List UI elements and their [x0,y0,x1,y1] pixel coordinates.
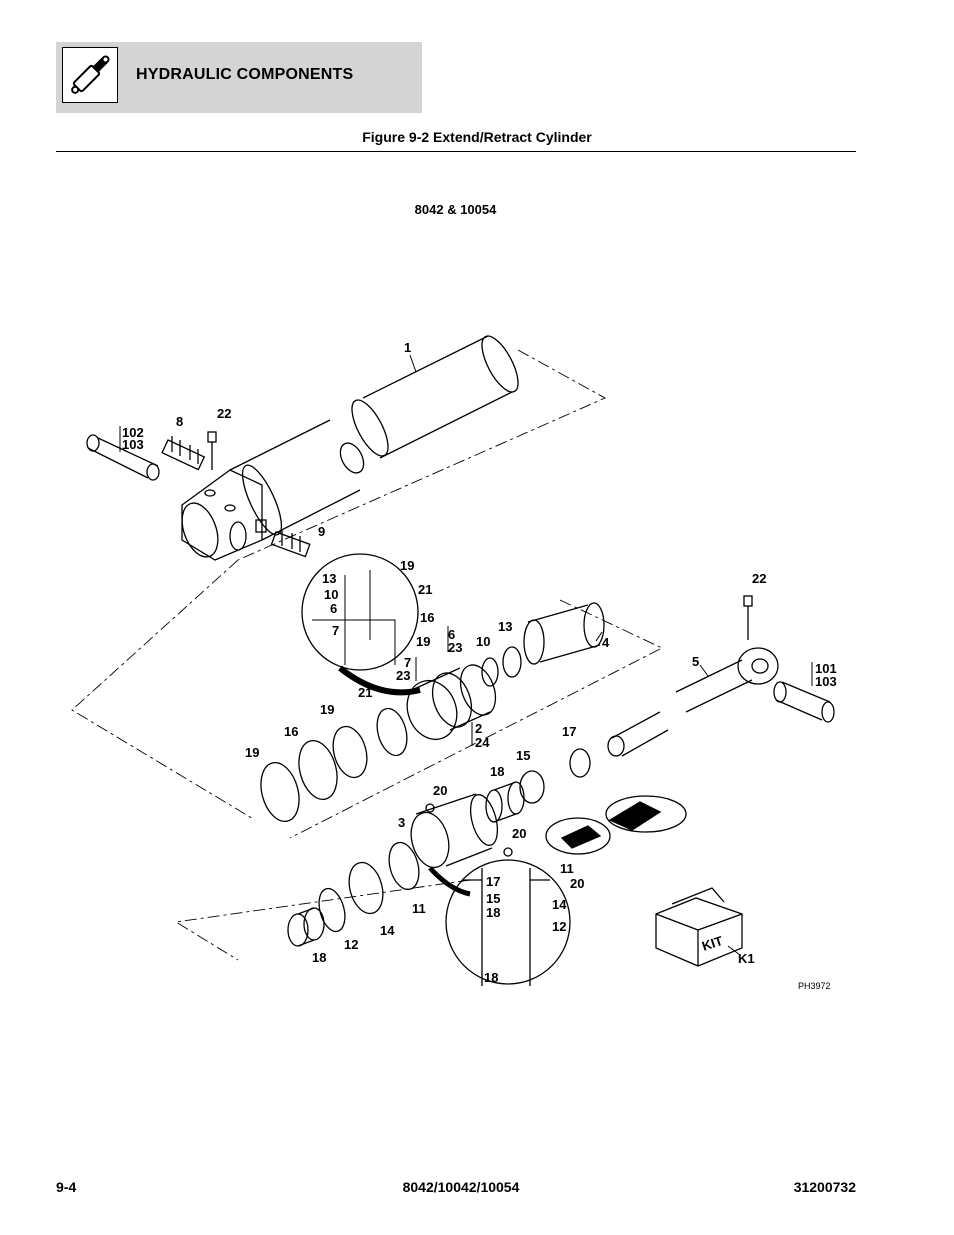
callout-6: 6 [448,627,455,642]
ring-16 [298,740,338,800]
kit-box [655,887,743,967]
ring-17 [569,748,591,778]
callout-17: 17 [562,724,576,739]
callout-23-lower: 23 [396,668,410,683]
callout-21: 21 [358,685,372,700]
hydraulic-cylinder-icon [62,47,118,103]
callout-12: 12 [344,937,358,952]
detail-view-lower [428,859,571,986]
callout-18-detail-lower: 18 [484,970,498,985]
callout-22-right: 22 [752,571,766,586]
callout-16: 16 [284,724,298,739]
callout-15-detail: 15 [486,891,500,906]
callout-14: 14 [380,923,395,938]
callout-K1: K1 [738,951,755,966]
callout-2: 2 [475,721,482,736]
kit-label: KIT [700,933,725,954]
callout-101: 101 [815,661,837,676]
seal-ring-10 [481,657,499,687]
callout-18-lower: 18 [312,950,326,965]
callout-10-detail: 10 [324,587,338,602]
callout-11-detail: 11 [560,861,574,876]
callout-13: 13 [498,619,512,634]
callout-12-detail: 12 [552,919,566,934]
spacer-4 [523,602,605,665]
pin-right [773,681,835,723]
setscrew-20b [503,847,513,857]
callout-15: 15 [516,748,530,763]
callout-19-mid: 19 [320,702,334,717]
detail-view-upper [301,553,421,696]
bushing-18a [485,781,525,823]
valve-9 [270,530,311,558]
callout-21-detail: 21 [418,582,432,597]
callout-19-detail-top: 19 [400,558,414,573]
fitting-22-right [743,595,753,640]
cylinder-barrel [351,335,519,459]
callout-22-left: 22 [217,406,231,421]
callout-18-detail-upper: 18 [486,905,500,920]
figure-subtitle: 8042 & 10054 [414,202,497,217]
page-number: 9-4 [56,1179,77,1195]
fitting-22-left [207,431,217,470]
ring-11 [388,841,420,891]
ring-19b [260,762,300,822]
valve-8 [161,436,206,471]
callout-6-detail: 6 [330,601,337,616]
callout-10: 10 [476,634,490,649]
bushing-18b [287,907,325,947]
cylinder-head [410,793,499,869]
callout-7-detail: 7 [332,623,339,638]
seal-ring-13 [502,646,522,678]
section-title: HYDRAULIC COMPONENTS [136,66,354,83]
header-divider [56,151,856,152]
callout-9: 9 [318,524,325,539]
callout-102: 102 [122,425,144,440]
callout-24: 24 [475,735,490,750]
piston [406,664,497,741]
ring-19a [332,725,368,779]
callout-5: 5 [692,654,699,669]
cylinder-tube [181,419,365,561]
callout-20-lower: 20 [512,826,526,841]
callout-11: 11 [412,901,426,916]
model-numbers: 8042/10042/10054 [402,1179,520,1195]
callout-4: 4 [602,635,610,650]
callout-8: 8 [176,414,183,429]
callout-103-left: 103 [122,437,144,452]
ring-14 [348,861,384,915]
callout-14-detail: 14 [552,897,567,912]
section-detail-flags [545,795,687,855]
piston-rod [607,647,779,757]
callout-103-right: 103 [815,674,837,689]
callout-16-detail: 16 [420,610,434,625]
ring-15 [519,770,545,804]
ring-21 [376,707,408,757]
ring-12 [318,887,346,933]
callout-19-outer: 19 [245,745,259,760]
callout-17-detail: 17 [486,874,500,889]
pin-left [86,434,160,481]
figure-code: PH3972 [798,981,831,991]
callout-18-upper: 18 [490,764,504,779]
callout-3: 3 [398,815,405,830]
figure-title: Figure 9-2 Extend/Retract Cylinder [362,129,592,145]
callout-7: 7 [404,655,411,670]
callout-19-detail-bottom: 19 [416,634,430,649]
callout-1: 1 [404,340,411,355]
callout-20-detail: 20 [570,876,584,891]
setscrew-20a [425,803,435,813]
callout-23-upper: 23 [448,640,462,655]
callout-13-detail: 13 [322,571,336,586]
callout-20-upper: 20 [433,783,447,798]
document-number: 31200732 [793,1179,856,1195]
